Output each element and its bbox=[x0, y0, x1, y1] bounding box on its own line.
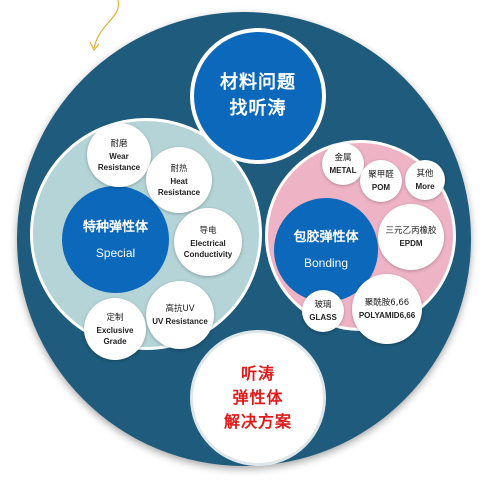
bubble-polyamide: 聚酰胺6,66 POLYAMID6,66 bbox=[352, 274, 422, 344]
bubble-epdm: 三元乙丙橡胶 EPDM bbox=[378, 204, 444, 270]
bubble-heat: 耐热 Heat Resistance bbox=[146, 147, 212, 213]
title-circle: 材料问题 找听涛 bbox=[190, 28, 326, 164]
title-line-1: 材料问题 bbox=[220, 72, 296, 93]
special-hub-en: Special bbox=[95, 245, 136, 260]
bubble-uv: 高抗UV UV Resistance bbox=[146, 281, 214, 349]
arrow-curve-icon bbox=[89, 0, 120, 52]
bubble-glass: 玻璃 GLASS bbox=[302, 290, 344, 332]
solution-line-3: 解决方案 bbox=[223, 412, 292, 431]
bubble-more: 其他 More bbox=[405, 160, 445, 200]
bonding-hub-en: Bonding bbox=[303, 256, 349, 270]
solution-line-1: 听涛 bbox=[240, 364, 275, 383]
title-line-2: 找听涛 bbox=[229, 98, 287, 119]
special-hub: 特种弹性体 Special bbox=[62, 186, 169, 293]
solution-circle: 听涛 弹性体 解决方案 bbox=[190, 330, 326, 466]
bubble-conductivity: 导电 Electrical Conductivity bbox=[174, 208, 242, 276]
bubble-wear: 耐磨 Wear Resistance bbox=[87, 123, 151, 187]
bubble-exclusive: 定制 Exclusive Grade bbox=[84, 298, 146, 360]
solution-line-2: 弹性体 bbox=[232, 388, 284, 407]
bonding-hub-cn: 包胶弹性体 bbox=[293, 230, 359, 245]
bubble-metal: 金属 METAL bbox=[322, 143, 364, 185]
special-hub-cn: 特种弹性体 bbox=[82, 219, 148, 235]
bubble-pom: 聚甲醛 POM bbox=[360, 160, 402, 202]
